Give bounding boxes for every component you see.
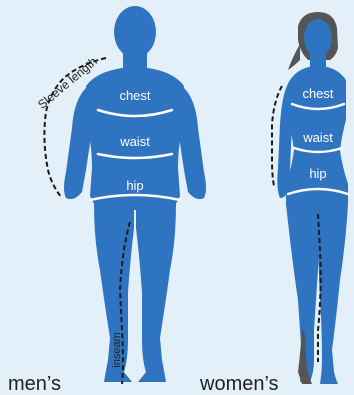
men-waist-label: waist — [119, 134, 150, 149]
women-figure — [277, 12, 348, 384]
women-chest-label: chest — [302, 86, 333, 101]
men-caption: men’s — [8, 373, 61, 395]
men-chest-label: chest — [119, 88, 150, 103]
inseam-label: inseam — [111, 332, 123, 367]
women-waist-label: waist — [302, 130, 333, 145]
women-caption: women’s — [199, 373, 279, 395]
men-hip-label: hip — [126, 178, 143, 193]
women-hip-label: hip — [309, 166, 326, 181]
